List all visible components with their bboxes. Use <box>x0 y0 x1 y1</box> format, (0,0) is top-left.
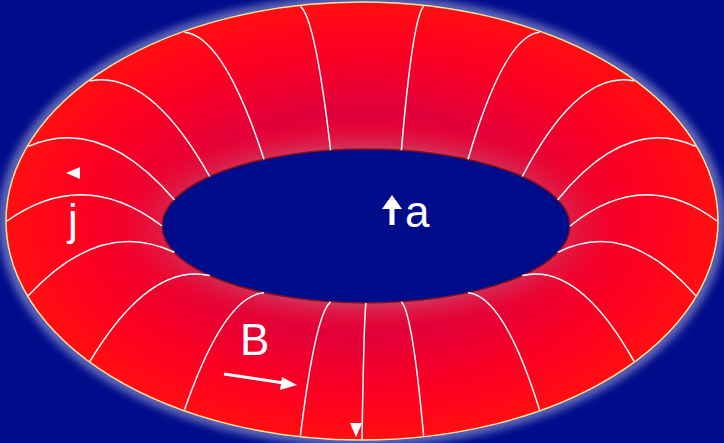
field-line <box>401 302 423 436</box>
field-line <box>362 303 366 439</box>
field-line <box>468 293 540 410</box>
torus-body <box>6 2 718 440</box>
current-arrowhead <box>66 167 80 179</box>
field-line <box>558 241 696 295</box>
field-line <box>401 6 423 150</box>
torus-hole <box>162 149 570 303</box>
field-lines <box>7 6 717 439</box>
field-line <box>300 302 330 436</box>
field-line <box>185 32 265 159</box>
field-arrowhead <box>280 377 297 390</box>
field-line <box>7 195 162 226</box>
inner-shading <box>76 101 656 351</box>
axis-arrowhead <box>382 195 402 209</box>
field-line <box>300 6 330 150</box>
current-arrowhead <box>350 423 362 437</box>
field-line <box>558 138 696 200</box>
symbol-label: a <box>405 190 429 234</box>
field-line <box>522 80 634 177</box>
field-line <box>90 80 210 177</box>
field-line <box>90 274 210 361</box>
field-line <box>522 274 634 361</box>
field-line <box>570 195 717 226</box>
field-line <box>28 138 174 200</box>
field-line <box>468 32 540 159</box>
outer-glow <box>4 1 720 441</box>
symbol-label: B <box>240 318 269 362</box>
field-line <box>28 241 174 295</box>
symbol-label: j <box>68 198 78 242</box>
field-arrow <box>224 374 284 383</box>
